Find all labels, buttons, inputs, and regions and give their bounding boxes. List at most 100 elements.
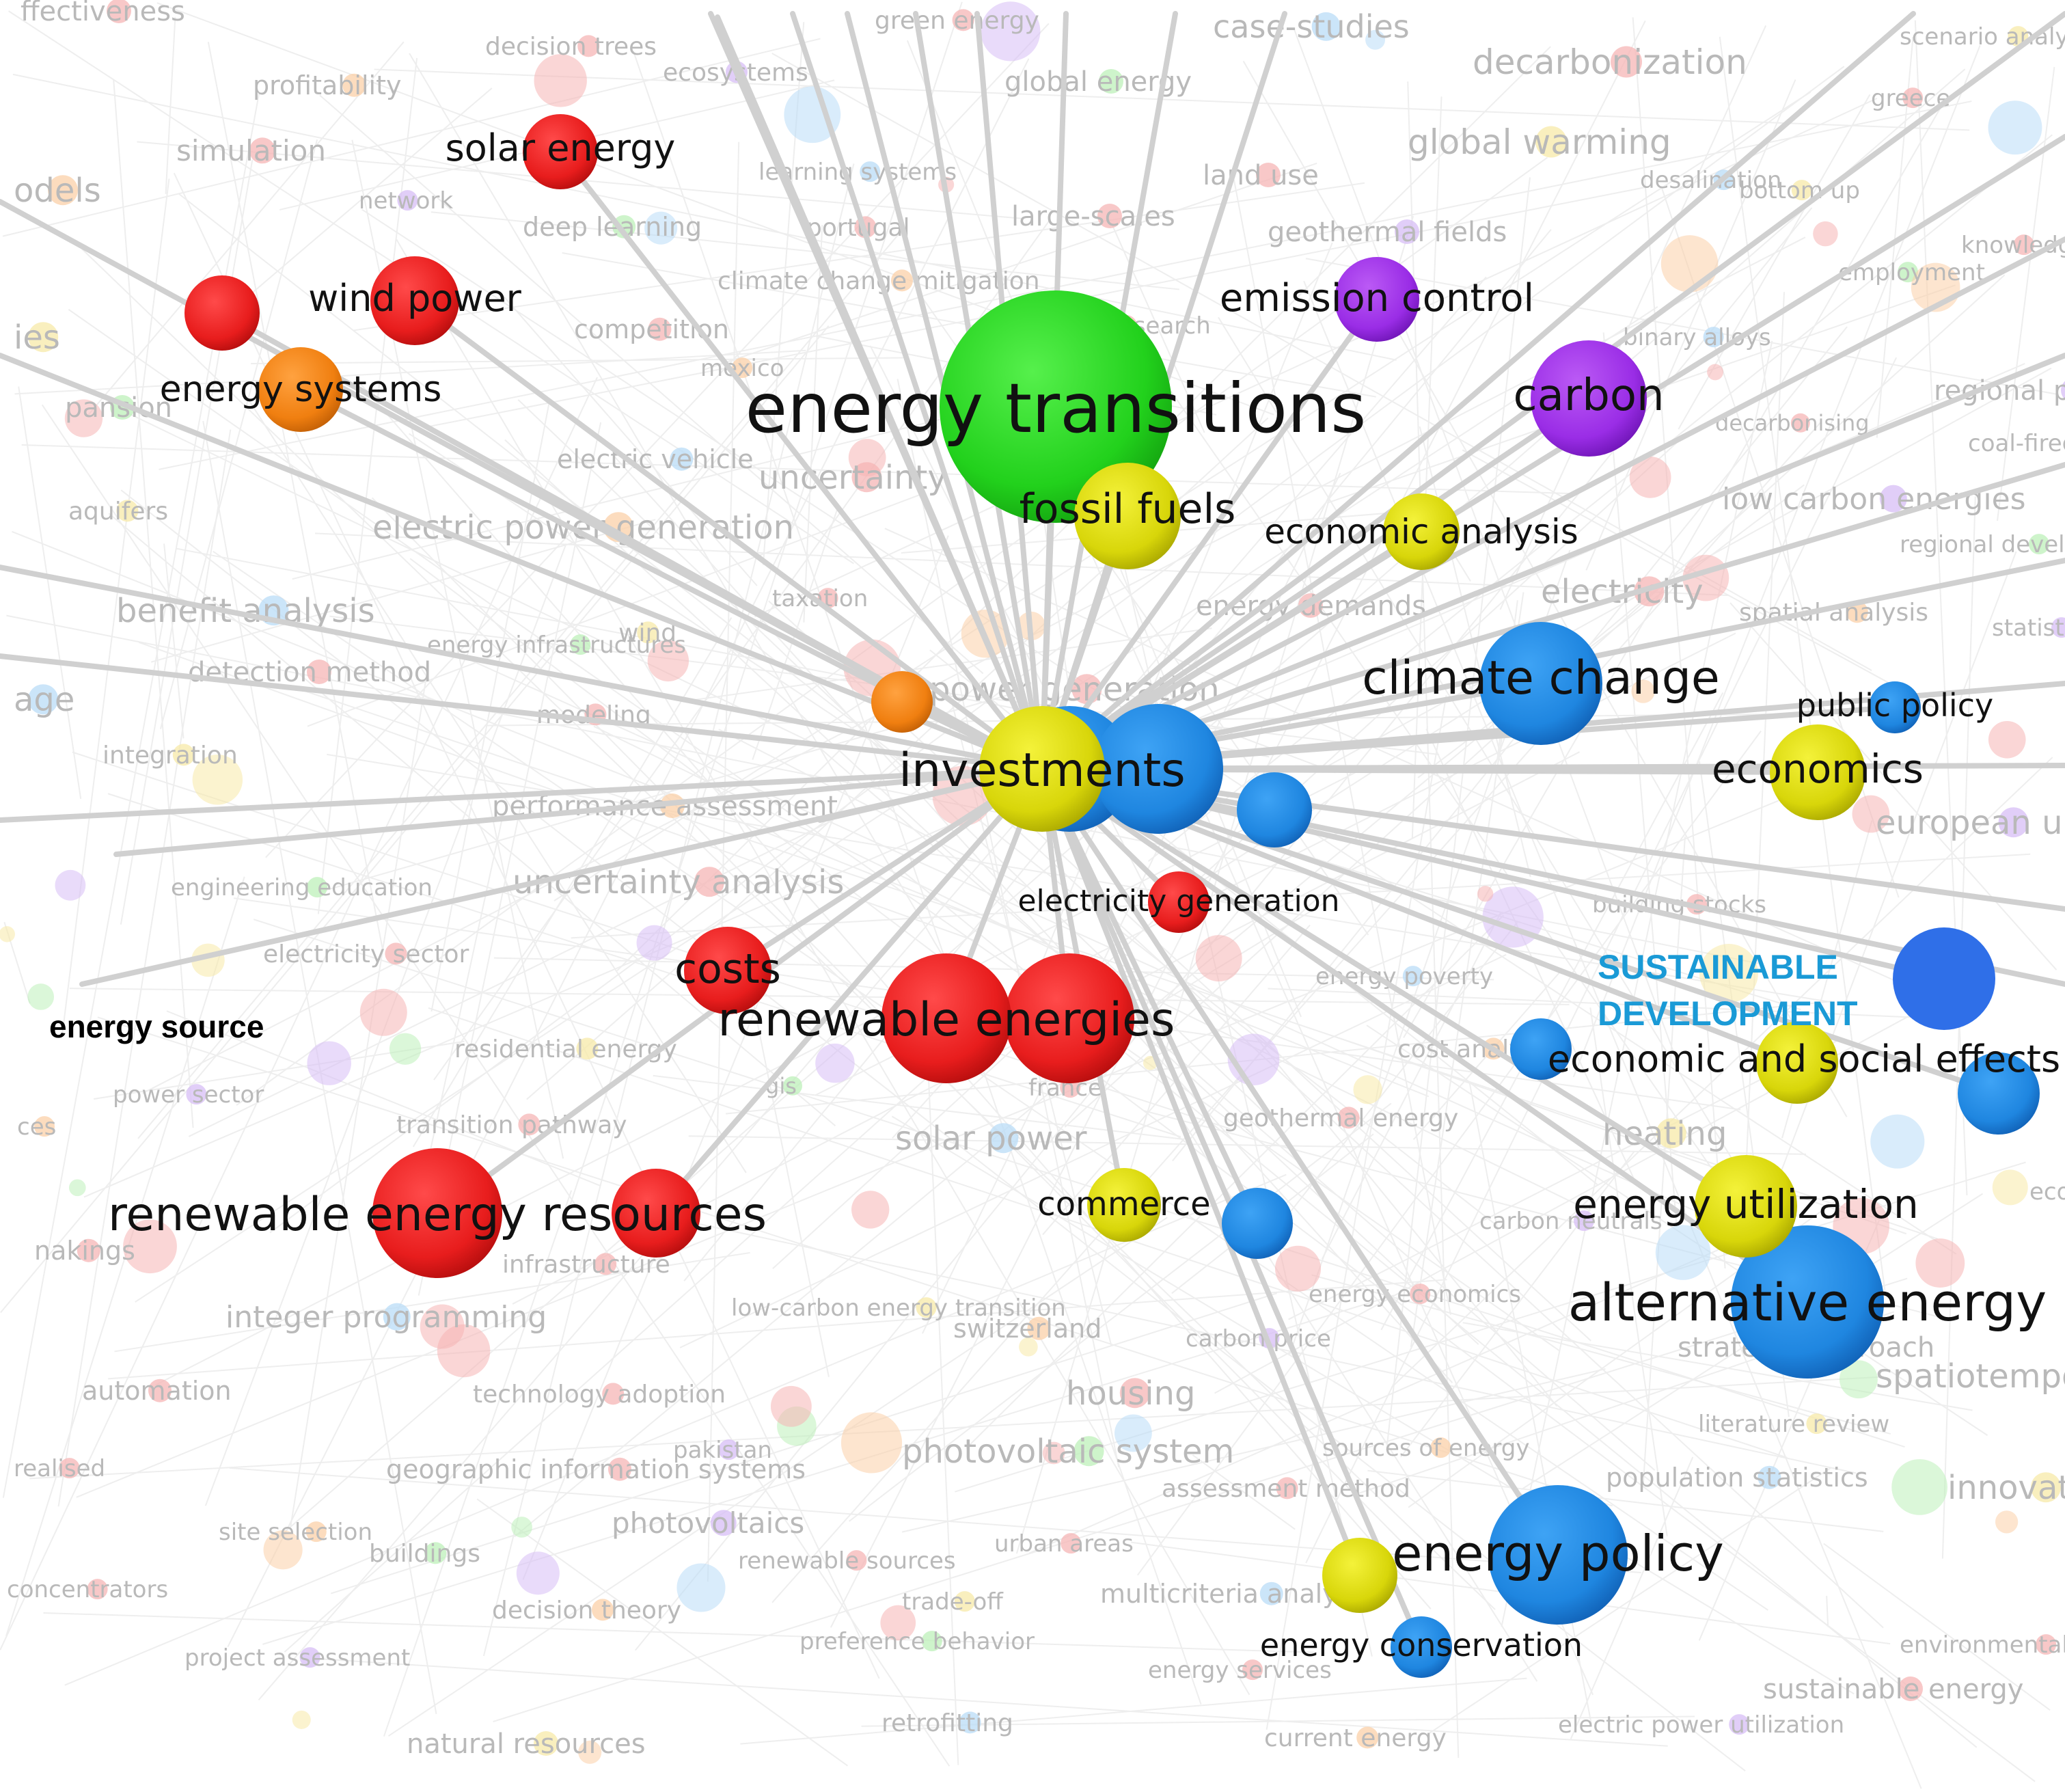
background-edge [14, 349, 806, 395]
faint-node [263, 1530, 303, 1570]
faint-node [292, 1710, 311, 1729]
background-edge [1589, 1007, 1668, 1536]
cluster-node-3 [1004, 953, 1134, 1083]
faint-node [534, 54, 587, 107]
minor-label-ecology: ecology [2029, 1178, 2065, 1206]
background-edge [1172, 326, 1848, 1162]
background-edge [740, 1677, 1527, 1745]
minor-node-nakings [77, 1238, 100, 1262]
faint-node [1839, 1360, 1878, 1399]
minor-label-trade-off: trade-off [902, 1588, 1004, 1616]
minor-label-ffectiveness: ffectiveness [20, 0, 185, 27]
background-edge [290, 668, 428, 1528]
background-edge [314, 1657, 1668, 1747]
background-edge [897, 379, 1120, 1468]
edge-32 [1039, 396, 1591, 772]
minor-node-statistics [2051, 617, 2065, 638]
minor-node-environmental-justice [2036, 1634, 2057, 1655]
label-energy-utilization: energy utilization [1573, 1181, 1918, 1227]
label-carbon: carbon [1513, 370, 1664, 421]
node-electricity-generation [1148, 871, 1209, 933]
faint-node [123, 1219, 177, 1274]
background-edge [503, 296, 758, 586]
edge-12 [1039, 236, 2065, 772]
label-climate-change: climate change [1362, 651, 1719, 705]
minor-label-concentrators: concentrators [7, 1576, 168, 1603]
minor-node-decarbonization [1611, 46, 1642, 78]
faint-node [636, 925, 672, 961]
minor-node-climate-change-mitigation [891, 269, 913, 292]
sustainable-development-label-line2: DEVELOPMENT [1598, 994, 1858, 1033]
minor-node-literature-review [1806, 1413, 1827, 1435]
minor-label-site-selection: site selection [219, 1519, 372, 1546]
edge-13 [1039, 353, 2065, 772]
faint-node [1988, 720, 2026, 759]
minor-label-power-sector: power sector [113, 1081, 264, 1109]
node-solar-energy [523, 114, 598, 189]
background-edge [409, 558, 2036, 1782]
background-edge [113, 79, 194, 1128]
background-edge [409, 53, 971, 1003]
edge-43 [0, 199, 1045, 772]
label-renewable-energies: renewable energies [718, 993, 1175, 1047]
minor-node-carbon-neutrals [1574, 1210, 1594, 1232]
minor-node-odels [48, 175, 78, 206]
cluster-node-8 [871, 671, 933, 733]
faint-node [1655, 1225, 1711, 1280]
background-edge [387, 1217, 1168, 1737]
faint-node [1813, 221, 1838, 247]
minor-label-global-warming: global warming [1408, 122, 1671, 162]
background-edge [1632, 17, 1726, 1269]
background-edge [319, 94, 984, 675]
background-edge [253, 919, 1905, 1448]
background-edge [229, 1467, 1641, 1573]
minor-label-decarbonization: decarbonization [1473, 42, 1747, 82]
faint-node [880, 1605, 916, 1641]
background-edge [188, 819, 834, 1137]
edge-27 [1039, 766, 1260, 1226]
minor-label-infrastructure: infrastructure [502, 1251, 670, 1279]
background-edge [430, 398, 551, 1012]
energy-source-label: energy source [49, 1009, 264, 1044]
edge-45 [0, 565, 1045, 772]
background-edge [771, 420, 1822, 1603]
background-edge [1305, 258, 2057, 395]
cluster-node-4 [612, 1169, 700, 1258]
label-electricity-generation: electricity generation [1017, 884, 1339, 919]
background-edge [1391, 757, 2053, 1389]
background-edge [1386, 177, 1531, 1450]
minor-label-geographic-information-systems: geographic information systems [386, 1454, 806, 1484]
minor-node-photovoltaic-system [1073, 1436, 1104, 1467]
minor-label-sustainable-energy: sustainable energy [1763, 1674, 2023, 1705]
background-edge [1112, 225, 1205, 433]
minor-label-low-carbon-energies: low carbon energies [1722, 482, 2026, 517]
minor-label-energy-economics: energy economics [1309, 1281, 1521, 1308]
background-edge [155, 768, 1363, 1386]
background-edge [994, 335, 1594, 1696]
minor-node-integration [172, 744, 195, 766]
minor-label-project-assessment: project assessment [184, 1644, 410, 1672]
minor-label-decarbonising: decarbonising [1715, 410, 1870, 436]
background-edge [12, 73, 1397, 361]
minor-node-transition-pathway [518, 1113, 541, 1136]
background-edge [1570, 1456, 1694, 1739]
minor-label-transition-pathway: transition pathway [396, 1111, 627, 1139]
faint-node [1042, 1441, 1065, 1465]
faint-node [647, 640, 689, 682]
minor-label-solar-power: solar power [895, 1119, 1087, 1158]
faint-node [784, 86, 841, 144]
label-fossil-fuels: fossil fuels [1020, 485, 1236, 533]
edge-21 [1039, 766, 1810, 1305]
background-edge [1147, 134, 2053, 862]
minor-node-energy-poverty [1402, 966, 1423, 987]
minor-label-population-statistics: population statistics [1606, 1463, 1868, 1493]
minor-node-electric-vehicle [670, 447, 694, 471]
edge-51 [653, 766, 1045, 1216]
faint-node [68, 1179, 86, 1197]
minor-label-energy-infrastructures: energy infrastructures [427, 632, 686, 659]
background-edge [163, 543, 184, 739]
minor-node-aquifers [116, 500, 139, 522]
background-edge [830, 20, 1646, 1628]
